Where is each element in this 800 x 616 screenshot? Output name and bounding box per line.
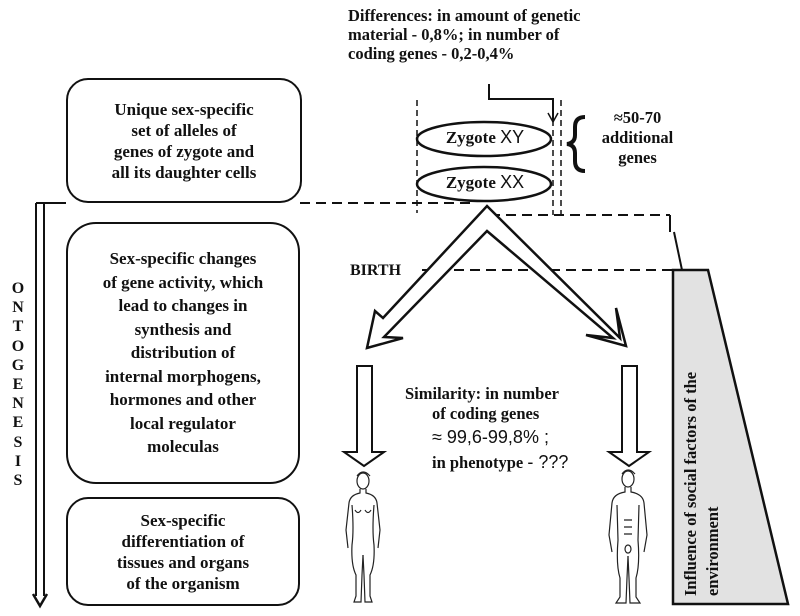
- box-line: hormones and other: [109, 390, 257, 410]
- gene-activity-box: Sex-specific changes of gene activity, w…: [66, 222, 300, 484]
- environment-wedge: [671, 231, 790, 606]
- birth-label: BIRTH: [350, 262, 402, 279]
- down-arrow-female: [340, 365, 388, 468]
- box-line: local regulator: [130, 413, 236, 433]
- phenotype-value: - ???: [527, 452, 569, 472]
- zygote-word: Zygote: [445, 128, 496, 147]
- zygote-xx-ellipse: [415, 165, 553, 203]
- ontogenesis-letter: S: [13, 433, 23, 451]
- similarity-text: Similarity: in number of coding genes ≈ …: [405, 384, 568, 473]
- box-line: Unique sex-specific: [114, 99, 254, 119]
- ontogenesis-letter: N: [12, 299, 24, 317]
- box-line: lead to changes in: [118, 296, 248, 316]
- differences-line: coding genes - 0,2-0,4%: [348, 44, 515, 63]
- similarity-percent: ≈ 99,6-99,8% ;: [432, 427, 549, 447]
- additional-genes-text: ≈50-70 additional genes: [590, 108, 685, 168]
- curly-brace-icon: [566, 115, 586, 173]
- box-line: synthesis and: [134, 319, 232, 339]
- box-line: Sex-specific: [140, 510, 226, 530]
- additional-genes-line: additional: [601, 128, 674, 147]
- box-line: internal morphogens,: [105, 366, 261, 386]
- down-arrow-male: [605, 365, 653, 468]
- alleles-box: Unique sex-specific set of alleles of ge…: [66, 78, 302, 203]
- ontogenesis-letter: I: [14, 452, 22, 470]
- ontogenesis-letter: O: [11, 280, 25, 297]
- ontogenesis-letter: T: [12, 318, 24, 336]
- environment-line: environment: [703, 506, 722, 596]
- box-line: set of alleles of: [131, 120, 237, 140]
- zygote-chromosomes: XX: [500, 172, 525, 192]
- zygote-xx-label: Zygote XX: [420, 172, 550, 193]
- differences-text: Differences: in amount of genetic materi…: [348, 6, 580, 63]
- differentiation-box: Sex-specific differentiation of tissues …: [66, 497, 300, 606]
- ontogenesis-letter: O: [11, 337, 25, 355]
- phenotype-label: in phenotype: [432, 453, 524, 472]
- ontogenesis-letter: E: [12, 414, 24, 432]
- ontogenesis-arrow: [31, 202, 66, 609]
- zygote-chromosomes: XY: [500, 127, 525, 147]
- box-line: of the organism: [126, 573, 240, 593]
- box-line: differentiation of: [121, 531, 245, 551]
- box-line: tissues and organs: [116, 552, 250, 572]
- similarity-line: of coding genes: [432, 404, 540, 423]
- female-figure-icon: [345, 471, 381, 603]
- branch-arrows: [365, 204, 628, 350]
- box-line: Sex-specific changes: [109, 249, 257, 269]
- additional-genes-line: ≈50-70: [613, 108, 662, 127]
- ontogenesis-letter: E: [12, 376, 24, 394]
- differences-arrow: [488, 84, 559, 124]
- environment-line: Influence of social factors of the: [681, 371, 700, 596]
- ontogenesis-letter: S: [13, 472, 23, 490]
- environment-label: Influence of social factors of the envir…: [680, 286, 724, 596]
- differences-line: material - 0,8%; in number of: [348, 25, 560, 44]
- box-line: moleculas: [147, 437, 219, 457]
- box-line: of gene activity, which: [102, 272, 264, 292]
- zygote-xy-label: Zygote XY: [420, 127, 550, 148]
- differences-line: Differences: in amount of genetic: [348, 6, 581, 25]
- box-line: all its daughter cells: [111, 162, 257, 182]
- similarity-line: Similarity: in number: [405, 384, 560, 403]
- zygote-xy-ellipse: [415, 120, 553, 158]
- box-line: distribution of: [130, 343, 236, 363]
- box-line: genes of zygote and: [113, 141, 255, 161]
- ontogenesis-letter: N: [12, 395, 24, 413]
- male-figure-icon: [608, 469, 648, 604]
- additional-genes-line: genes: [618, 148, 657, 167]
- zygote-word: Zygote: [445, 173, 496, 192]
- ontogenesis-label: O N T O G E N E S I S: [10, 279, 26, 490]
- ontogenesis-letter: G: [11, 356, 25, 374]
